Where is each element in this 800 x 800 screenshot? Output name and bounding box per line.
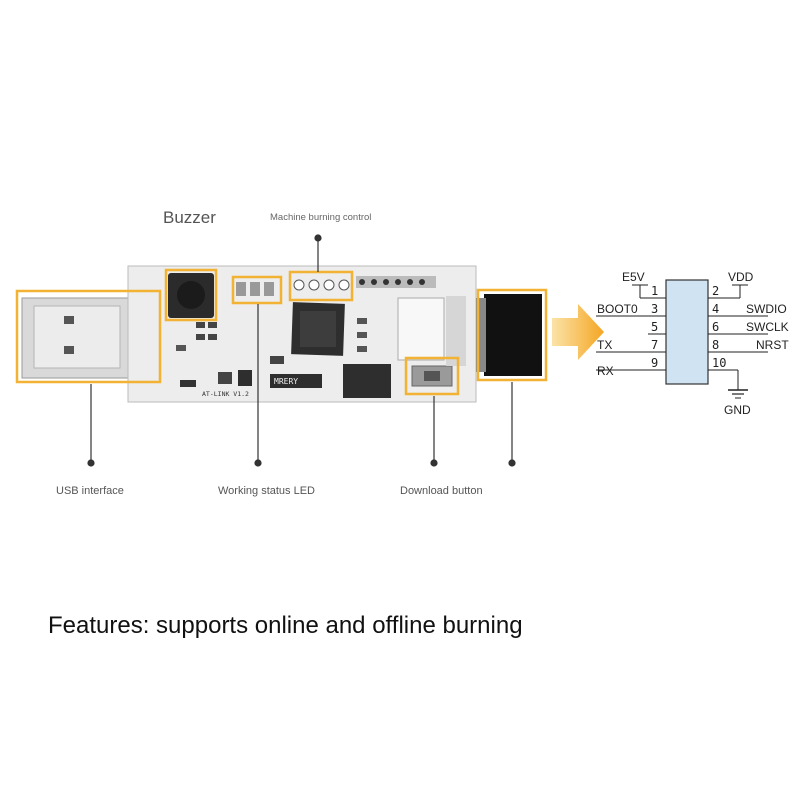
signal-tx: TX xyxy=(597,338,612,352)
pin-10-number: 10 xyxy=(712,356,726,370)
signal-boot0: BOOT0 xyxy=(597,302,638,316)
u3-chip xyxy=(343,364,391,398)
features-text: Features: supports online and offline bu… xyxy=(48,612,523,639)
board-model: AT-LINK V1.2 xyxy=(202,390,249,398)
signal-e5v: E5V xyxy=(622,270,645,284)
pin-7-number: 7 xyxy=(651,338,658,352)
pin-9-number: 9 xyxy=(651,356,658,370)
pin-8-number: 8 xyxy=(712,338,719,352)
working-status-led-label: Working status LED xyxy=(218,485,316,497)
callout-lines xyxy=(87,234,516,467)
pin-3-number: 3 xyxy=(651,302,658,316)
highlight-boxes xyxy=(15,268,548,396)
board-brand: MRERY xyxy=(274,377,298,386)
usb-interface-label: USB interface xyxy=(56,485,124,497)
pin-6-number: 6 xyxy=(712,320,719,334)
pin-5-number: 5 xyxy=(651,320,658,334)
pin-2-number: 2 xyxy=(712,284,719,298)
signal-rx: RX xyxy=(597,364,614,378)
machine-burning-control-label: Machine burning control xyxy=(270,212,372,223)
swd-header-connector xyxy=(484,294,542,376)
pin-4-number: 4 xyxy=(712,302,719,316)
signal-swdio: SWDIO xyxy=(746,302,787,316)
signal-nrst: NRST xyxy=(756,338,789,352)
pin-1-number: 1 xyxy=(651,284,658,298)
buzzer-label: Buzzer xyxy=(163,208,216,227)
signal-vdd: VDD xyxy=(728,270,754,284)
signal-gnd: GND xyxy=(724,403,751,417)
header-box xyxy=(665,279,709,385)
download-button-label: Download button xyxy=(400,485,483,497)
arrow-icon xyxy=(552,304,604,360)
pinout-schematic: 1 3 5 7 9 2 4 6 8 10 E5V BOOT0 TX RX VDD… xyxy=(596,270,789,417)
pcb-board: MRERY AT-LINK V1.2 xyxy=(127,265,477,403)
signal-swclk: SWCLK xyxy=(746,320,789,334)
